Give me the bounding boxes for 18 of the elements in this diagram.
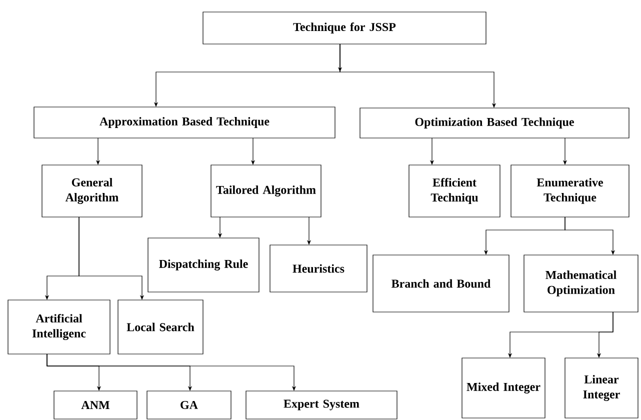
- process-box: Mathematical Optimization: [524, 254, 638, 312]
- process-box: Dispatching Rule: [148, 238, 260, 292]
- process-box: Expert System: [246, 390, 398, 420]
- process-box: Heuristics: [270, 244, 368, 292]
- process-box: General Algorithm: [42, 164, 142, 218]
- process-box: Branch and Bound: [372, 254, 510, 312]
- process-box: Mixed Integer: [462, 358, 546, 418]
- process-box: Local Search: [118, 300, 204, 354]
- process-box: Efficient Techniqu: [408, 164, 500, 218]
- process-box: Tailored Algorithm: [210, 164, 322, 218]
- process-box: Approximation Based Technique: [34, 106, 336, 138]
- process-box: GA: [146, 390, 232, 420]
- process-box: ANM: [54, 390, 138, 420]
- process-box: Enumerative Technique: [510, 164, 630, 218]
- process-box: Linear Integer: [564, 358, 638, 418]
- process-box: Optimization Based Technique: [360, 108, 630, 138]
- process-box: Technique for JSSP: [202, 12, 486, 44]
- process-box: Artificial Intelligenc: [8, 300, 110, 354]
